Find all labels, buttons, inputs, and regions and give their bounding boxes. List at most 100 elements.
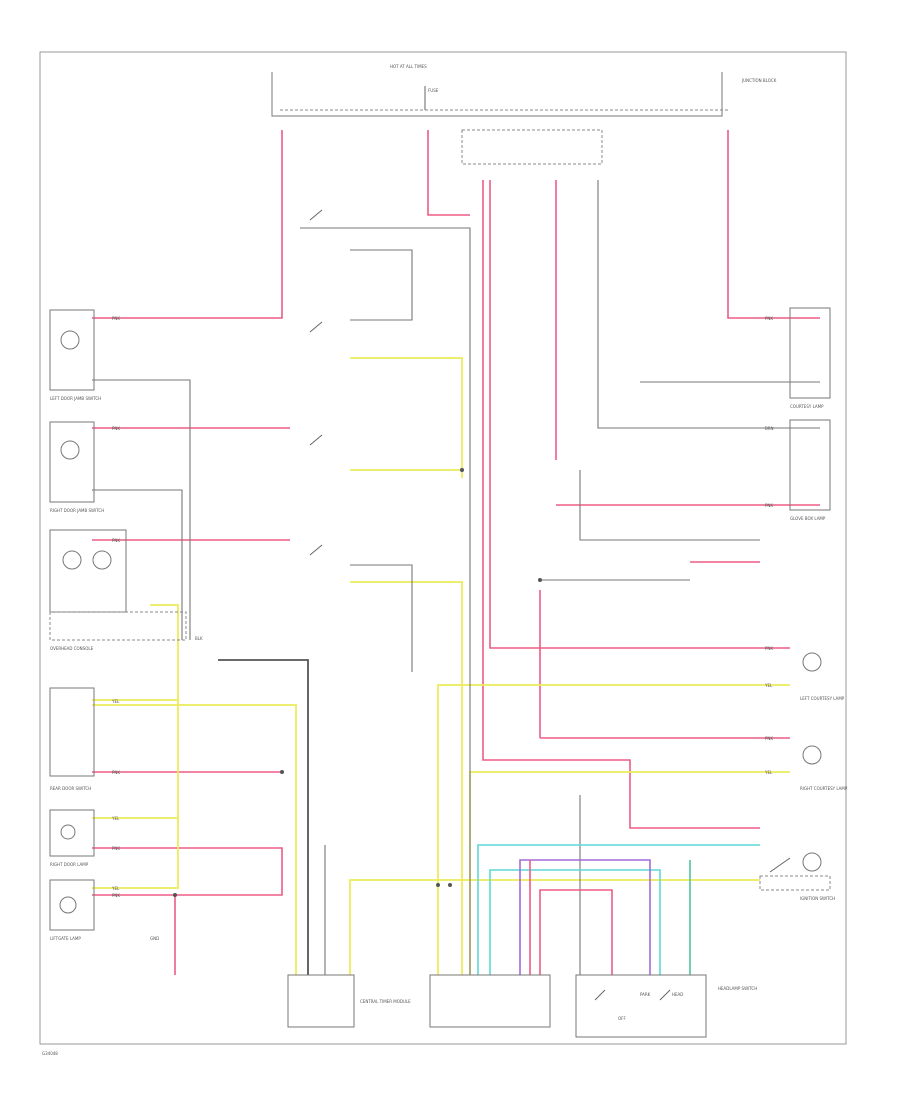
liftgate-module-box [287, 974, 355, 1028]
headlamp-contact-1 [594, 989, 606, 1001]
junction-block-label: JUNCTION BLOCK [741, 78, 777, 83]
right-courtesy-lamp-label: RIGHT COURTESY LAMP [800, 786, 848, 791]
wire-tag-pnk-7: PNK [765, 316, 773, 321]
wire-yel-right-door [92, 700, 179, 819]
wire-tag-pnk-5: PNK [112, 846, 120, 851]
right-courtesy-bulb-icon [802, 745, 822, 765]
wire-gry-glove [579, 470, 760, 541]
junction-block-outline [271, 72, 723, 117]
ignition-switch-label: IGNITION SWITCH [800, 896, 835, 901]
wire-tag-pnk-9: PNK [765, 646, 773, 651]
right-door-jamb-switch-box [49, 421, 95, 503]
left-door-jamb-switch-box [49, 309, 95, 391]
central-timer-module-label: CENTRAL TIMER MODULE [360, 999, 411, 1004]
courtesy-lamp-box [789, 307, 831, 399]
rear-door-switch-box [49, 687, 95, 777]
wire-tag-yel-2: YEL [111, 816, 120, 821]
wire-cyan-1 [477, 844, 760, 975]
wire-pnk-courtesy [727, 130, 820, 319]
wire-yel-3 [350, 581, 463, 975]
left-door-bulb-icon [60, 330, 80, 350]
switch-contact-4 [309, 544, 323, 556]
wire-gry-sw3 [350, 564, 413, 672]
wire-tag-blk: BLK [195, 636, 203, 641]
right-door-bulb-icon [60, 440, 80, 460]
liftgate-lamp-box [49, 879, 95, 931]
wire-tag-pnk-4: PNK [112, 770, 120, 775]
wire-yel-overhead [92, 604, 179, 701]
splice-dot [460, 468, 464, 472]
wire-tag-yel-3: YEL [111, 886, 120, 891]
wire-tag-yel-4: YEL [764, 683, 773, 688]
fuse-label: FUSE [428, 88, 439, 93]
wire-gry-headlamp [597, 180, 820, 429]
glove-box-lamp-label: GLOVE BOX LAMP [790, 516, 826, 521]
headlamp-contact-2 [659, 989, 671, 1001]
wire-tag-pnk-2: PNK [112, 426, 120, 431]
headlamp-off-label: OFF [618, 1016, 626, 1021]
switch-contact-3 [309, 434, 323, 446]
wire-yel-liftgate [92, 818, 179, 889]
ignition-lamp-bulb-icon [802, 852, 822, 872]
wire-tag-pnk-10: PNK [765, 736, 773, 741]
wire-tag-pnk-8: PNK [765, 503, 773, 508]
wire-pnk-right-courtesy [482, 180, 760, 829]
wire-tag-pnk-1: PNK [112, 316, 120, 321]
headlamp-park-label: PARK [640, 992, 651, 997]
right-door-lamp-bulb-icon [60, 824, 76, 840]
right-door-lamp-label: RIGHT DOOR LAMP [50, 862, 89, 867]
headlamp-switch-label: HEADLAMP SWITCH [718, 986, 757, 991]
headlamp-head-label: HEAD [672, 992, 683, 997]
glove-box-lamp-box [789, 419, 831, 511]
wire-yel-left-courtesy [437, 684, 790, 975]
splice-dot [538, 578, 542, 582]
left-courtesy-lamp-label: LEFT COURTESY LAMP [800, 696, 845, 701]
wire-tag-yel-5: YEL [764, 770, 773, 775]
door-switch-group [309, 209, 323, 556]
ignition-switch-contact [769, 857, 791, 873]
switch-contact-2 [309, 321, 323, 333]
wire-tag-yel-1: YEL [111, 699, 120, 704]
wire-yel-1 [350, 357, 463, 478]
splice-dot [173, 893, 177, 897]
wire-tag-pnk-6: PNK [112, 893, 120, 898]
splice-dot [280, 770, 284, 774]
wire-pnk-ctm-feed [427, 130, 470, 216]
overhead-map-bulb-left-icon [62, 550, 82, 570]
hot-at-all-times-label: HOT AT ALL TIMES [390, 64, 427, 69]
left-courtesy-bulb-icon [802, 652, 822, 672]
liftgate-lamp-bulb-icon [59, 896, 77, 914]
diagram-frame [39, 51, 847, 1045]
left-door-jamb-switch-label: LEFT DOOR JAMB SWITCH [50, 396, 101, 401]
overhead-console-connector [49, 611, 187, 641]
headlamp-switch-box [575, 974, 707, 1038]
wire-gry-ctm [300, 227, 471, 975]
wire-tag-brn: BRN [765, 426, 774, 431]
overhead-map-bulb-right-icon [92, 550, 112, 570]
wire-blk-ground [218, 659, 309, 975]
courtesy-lamp-label: COURTESY LAMP [790, 404, 824, 409]
central-timer-module-box [429, 974, 551, 1028]
wire-pnk-left-courtesy [489, 180, 790, 649]
switch-contact-1 [309, 209, 323, 221]
overhead-console-label: OVERHEAD CONSOLE [50, 646, 94, 651]
wire-gry-sw1 [350, 249, 413, 321]
ground-tag: GND [150, 936, 159, 941]
wire-pnk-left-door [92, 130, 283, 319]
splice-dot [436, 883, 440, 887]
wire-purp [519, 859, 651, 975]
right-door-jamb-switch-label: RIGHT DOOR JAMB SWITCH [50, 508, 104, 513]
wire-yel-ignition [349, 879, 760, 975]
right-door-lamp-box [49, 809, 95, 857]
rear-door-switch-label: REAR DOOR SWITCH [50, 786, 91, 791]
wire-pnk-liftgate [92, 847, 283, 896]
wire-pnk-headlamp [539, 889, 613, 975]
wire-cyan-2 [489, 869, 661, 975]
wire-yel-rear [92, 704, 297, 975]
liftgate-lamp-label: LIFTGATE LAMP [50, 936, 81, 941]
wire-gry-left-door [92, 379, 191, 640]
ignition-switch-connector [759, 875, 831, 891]
splice-dot [448, 883, 452, 887]
